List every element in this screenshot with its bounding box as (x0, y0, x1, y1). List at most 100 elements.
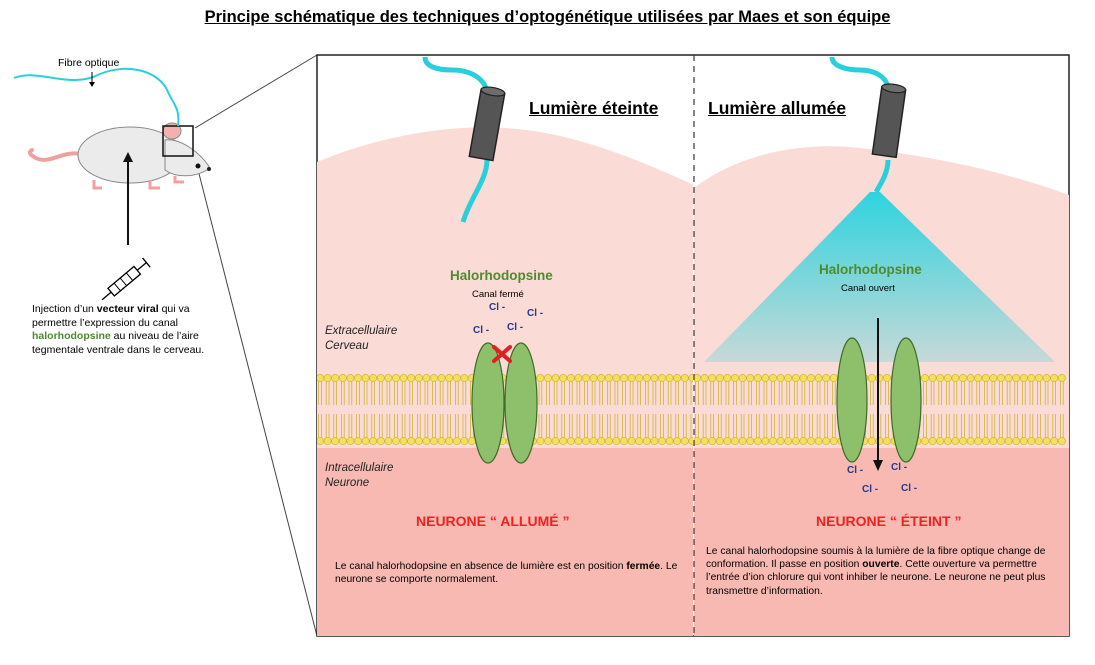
lipid-head (407, 437, 416, 445)
lipid-head (566, 374, 575, 382)
lipid-head (867, 374, 876, 382)
mouse-illustration (13, 67, 211, 245)
lipid-head (867, 437, 876, 445)
lipid-head (612, 437, 621, 445)
lipid-head (997, 437, 1005, 445)
left-protein-a (471, 342, 505, 464)
lipid-head (642, 437, 651, 445)
mouse-foot-3 (173, 176, 184, 184)
left-ion: Cl - (527, 308, 544, 319)
injection-halo-green: halorhodopsine (32, 330, 111, 343)
lipid-head (544, 437, 552, 445)
lipid-head (582, 437, 590, 445)
lipid-head (673, 374, 682, 382)
lipid-head (951, 437, 960, 445)
lipid-head (354, 374, 362, 382)
lipid-head (650, 374, 659, 382)
injection-text: Injection d’un vecteur viral qui va perm… (32, 303, 232, 357)
lipid-head (1019, 374, 1028, 382)
lipid-head (331, 437, 340, 445)
lipid-head (627, 437, 636, 445)
lipid-head (738, 437, 747, 445)
lipid-head (715, 374, 724, 382)
syringe-icon (101, 257, 151, 301)
lipid-head (392, 437, 400, 445)
lipid-head (658, 437, 666, 445)
lipid-head (822, 437, 831, 445)
right-ion: Cl - (847, 465, 864, 476)
right-desc-bold: ouverte (862, 559, 900, 571)
mouse-eye (195, 163, 201, 169)
left-halo-label: Halorhodopsine (450, 268, 553, 283)
lipid-head (1012, 437, 1021, 445)
lipid-head (974, 437, 983, 445)
lipid-head (1019, 437, 1028, 445)
lipid-head (688, 437, 693, 445)
lipid-head (746, 374, 755, 382)
right-description: Le canal halorhodopsine soumis à la lumi… (706, 545, 1056, 598)
lipid-head (966, 437, 975, 445)
lipid-head (422, 374, 431, 382)
lipid-head (1050, 374, 1059, 382)
lipid-head (536, 374, 545, 382)
lipid-head (715, 437, 724, 445)
lipid-head (708, 437, 717, 445)
right-neuron-state: NEURONE “ ÉTEINT ” (816, 513, 962, 529)
lipid-head (338, 437, 347, 445)
lipid-head (642, 374, 651, 382)
lipid-head (776, 374, 785, 382)
left-cytoplasm (317, 448, 693, 636)
right-desc-part: . Cette ouverture va permettre l’entrée … (706, 559, 1046, 597)
lipid-head (361, 437, 370, 445)
lipid-head (981, 374, 990, 382)
right-fibre (829, 56, 891, 91)
lipid-head (731, 374, 739, 382)
lipid-head (784, 437, 793, 445)
lipid-head (317, 374, 324, 382)
left-panel-art (317, 127, 693, 636)
lipid-head (1057, 374, 1066, 382)
lipid-head (921, 374, 929, 382)
lipid-head (604, 437, 613, 445)
lipid-head (1035, 437, 1043, 445)
diagram-title: Principe schématique des techniques d’op… (204, 8, 891, 26)
lipid-head (551, 437, 560, 445)
lipid-head (1027, 437, 1036, 445)
extracellular-line-2: Cerveau (325, 340, 369, 352)
lipid-head (694, 374, 701, 382)
lipid-head (776, 437, 785, 445)
lipid-head (694, 437, 701, 445)
lipid-head (1004, 374, 1013, 382)
lipid-head (761, 437, 770, 445)
lipid-head (384, 437, 393, 445)
lipid-head (559, 374, 568, 382)
lipid-head (1035, 374, 1043, 382)
lipid-head (700, 437, 709, 445)
lipid-head (551, 374, 560, 382)
lipid-head (688, 374, 693, 382)
lipid-head (369, 437, 378, 445)
lipid-head (1050, 437, 1059, 445)
closed-channel-x-icon (492, 345, 512, 363)
lipid-head (369, 374, 378, 382)
right-cytoplasm (694, 448, 1069, 636)
left-optic-cannula (468, 86, 506, 162)
lipid-head (399, 437, 408, 445)
lipid-head (430, 437, 438, 445)
lipid-head (738, 374, 747, 382)
lipid-head (612, 374, 621, 382)
lipid-head (708, 374, 717, 382)
left-desc-bold: fermée (626, 561, 661, 572)
lipid-head (574, 437, 583, 445)
lipid-head (700, 374, 709, 382)
lipid-head (799, 374, 808, 382)
lipid-head (936, 374, 945, 382)
lipid-head (422, 437, 431, 445)
lipid-head (761, 374, 770, 382)
lipid-head (746, 437, 755, 445)
lipid-head (452, 437, 461, 445)
lipid-head (723, 437, 732, 445)
lipid-head (589, 374, 598, 382)
lipid-head (544, 374, 552, 382)
mouse-fibre-optic (13, 67, 180, 127)
